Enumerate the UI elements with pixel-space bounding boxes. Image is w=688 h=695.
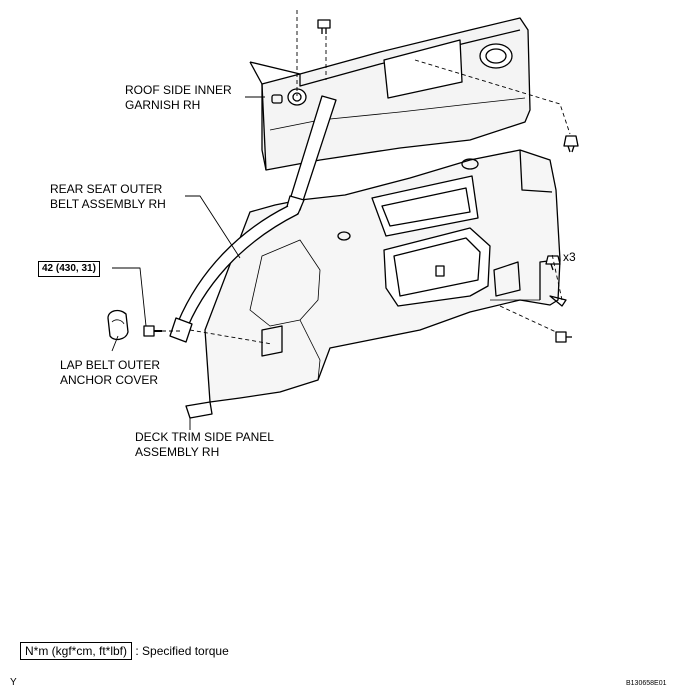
deck-panel-label-line2: ASSEMBLY RH	[135, 445, 220, 459]
lap-belt-anchor-cover	[107, 309, 129, 341]
roof-garnish-label: ROOF SIDE INNER GARNISH RH	[125, 83, 232, 113]
deck-trim-side-panel	[185, 149, 567, 419]
legend-unit-box: N*m (kgf*cm, ft*lbf)	[20, 642, 133, 660]
top-clip	[317, 19, 331, 34]
legend-text: : Specified torque	[135, 644, 229, 658]
anchor-cover-label: LAP BELT OUTER ANCHOR COVER	[60, 358, 160, 388]
belt-assembly-label-line2: BELT ASSEMBLY RH	[50, 197, 166, 211]
deck-panel-label: DECK TRIM SIDE PANEL ASSEMBLY RH	[135, 430, 274, 460]
anchor-cover-label-line2: ANCHOR COVER	[60, 373, 159, 387]
side-clip	[545, 255, 561, 271]
bottom-screw	[555, 331, 572, 343]
rear-seat-outer-belt	[169, 95, 337, 343]
corner-mark: Y	[10, 677, 17, 688]
clip-count-label: x3	[563, 250, 576, 264]
leader-lines	[111, 96, 265, 430]
torque-legend: N*m (kgf*cm, ft*lbf) : Specified torque	[20, 642, 229, 660]
anchor-cover-label-line1: LAP BELT OUTER	[60, 358, 161, 372]
roof-side-inner-garnish	[249, 17, 531, 171]
figure-code: B130658E01	[626, 680, 667, 687]
roof-garnish-label-line1: ROOF SIDE INNER	[125, 83, 232, 97]
alignment-lines	[162, 10, 571, 345]
anchor-bolt	[143, 325, 162, 337]
deck-panel-label-line1: DECK TRIM SIDE PANEL	[135, 430, 274, 444]
belt-assembly-label-line1: REAR SEAT OUTER	[50, 182, 163, 196]
right-clip	[563, 135, 579, 153]
roof-garnish-label-line2: GARNISH RH	[125, 98, 201, 112]
torque-spec-box: 42 (430, 31)	[38, 261, 100, 277]
belt-assembly-label: REAR SEAT OUTER BELT ASSEMBLY RH	[50, 182, 166, 212]
